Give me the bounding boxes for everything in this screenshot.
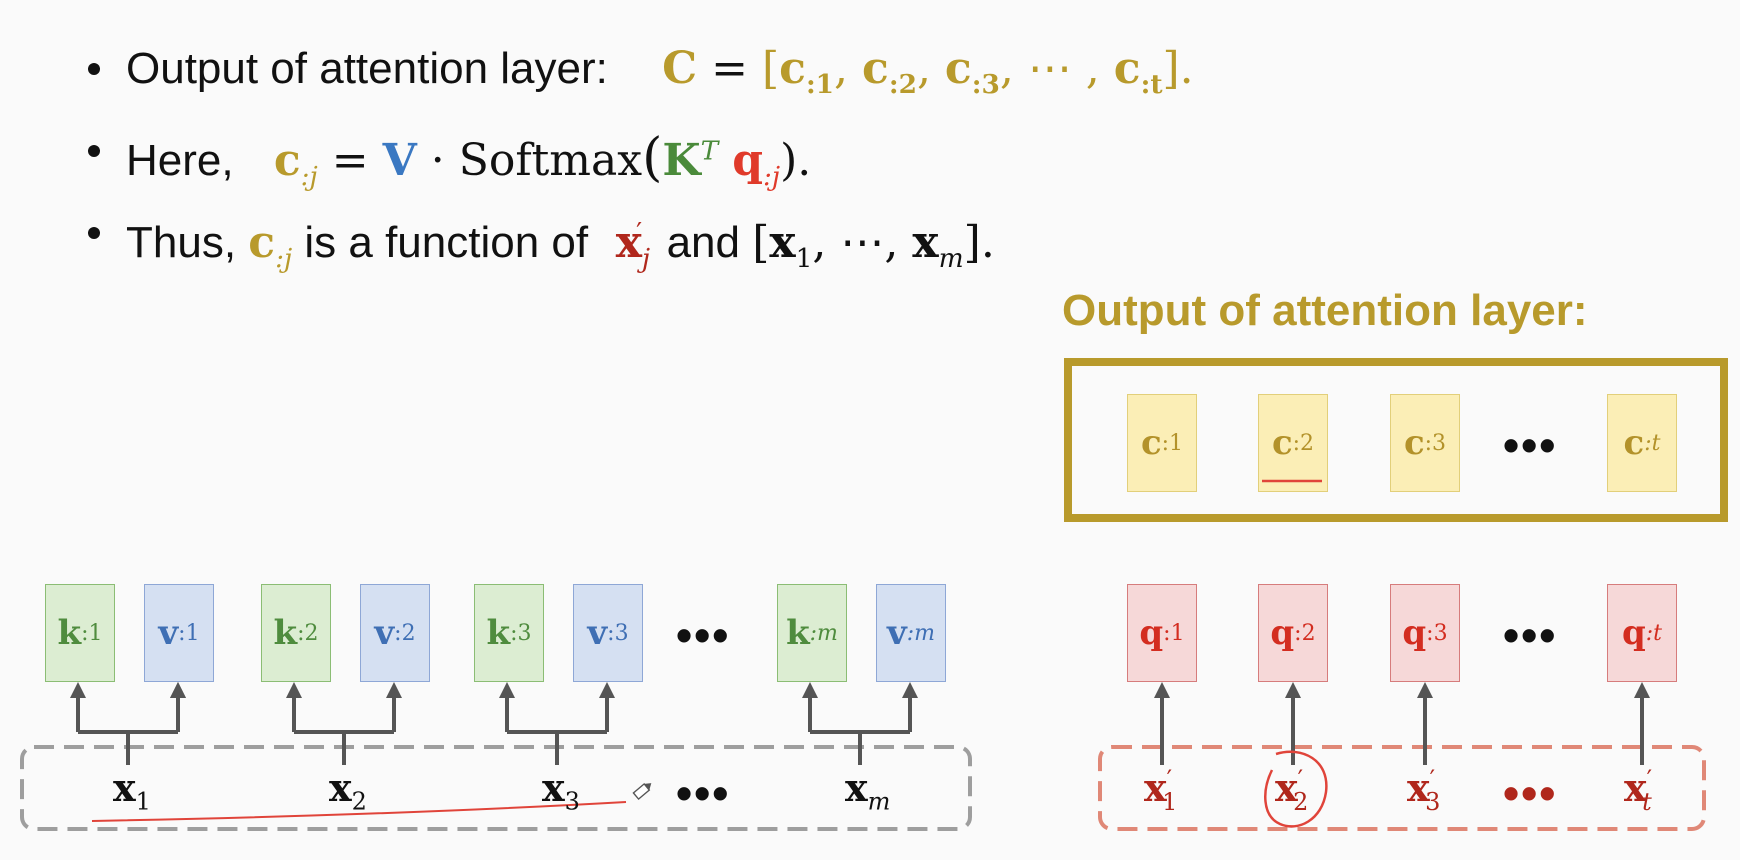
- bullet-text: Here, c:j = V · Softmax(KT q:j).: [126, 127, 812, 192]
- v-box-1: v:1: [144, 584, 214, 682]
- k-box-1: k:1: [45, 584, 115, 682]
- bullet-thus: Thus, c:j is a function of xj′ and [x1, …: [88, 192, 1194, 274]
- q-box-1: q:1: [1127, 584, 1197, 682]
- input-xprime-3: x′3: [1407, 765, 1441, 816]
- q-box-3: q:3: [1390, 584, 1460, 682]
- annotation-circle-x2: [1264, 750, 1328, 828]
- c-box-2: c:2: [1258, 394, 1328, 492]
- bullet-list: Output of attention layer: C = [c:1, c:2…: [88, 28, 1194, 274]
- annotation-underline-inputs: [91, 801, 627, 822]
- bullet-prefix: Here,: [126, 135, 234, 185]
- input-dots: •••: [676, 767, 731, 819]
- formula-output: C = [c:1, c:2, c:3, ⋯ , c:t].: [662, 43, 1194, 100]
- bullet-prefix: Thus,: [126, 217, 237, 267]
- input-container-left: [20, 745, 972, 831]
- formula-qj: q:j: [732, 134, 781, 192]
- q-dots: •••: [1503, 609, 1558, 661]
- k-box-2: k:2: [261, 584, 331, 682]
- q-box-t: q:t: [1607, 584, 1677, 682]
- formula-cj: c:j: [248, 216, 293, 274]
- bullet-dot: [88, 227, 100, 239]
- bullet-middle: is a function of: [304, 217, 589, 267]
- formula-C: C: [662, 43, 698, 94]
- bullet-text: Thus, c:j is a function of xj′ and [x1, …: [126, 216, 995, 274]
- input-container-right: [1098, 745, 1706, 831]
- v-box-2: v:2: [360, 584, 430, 682]
- bullet-dot: [88, 63, 100, 75]
- bullet-output: Output of attention layer: C = [c:1, c:2…: [88, 28, 1194, 110]
- output-frame: [1064, 358, 1728, 522]
- kv-dots: •••: [676, 609, 731, 661]
- formula-c3: c:3: [944, 43, 1000, 100]
- formula-bracket-close: ].: [1162, 43, 1194, 94]
- formula-close: ).: [780, 134, 812, 186]
- xprime-dots: •••: [1503, 767, 1558, 819]
- formula-eq: =: [711, 43, 748, 94]
- bullet-here: Here, c:j = V · Softmax(KT q:j).: [88, 110, 1194, 192]
- input-x3: x3: [542, 765, 580, 816]
- k-box-m: k:m: [777, 584, 847, 682]
- c-dots: •••: [1503, 419, 1558, 471]
- formula-bracket: [: [761, 43, 780, 94]
- input-xprime-t: x′t: [1624, 765, 1653, 816]
- formula-softmax: c:j = V · Softmax(KT q:j).: [273, 127, 812, 192]
- formula-xj: xj′: [615, 216, 651, 274]
- formula-dots: ⋯: [1027, 43, 1072, 94]
- c-box-3: c:3: [1390, 394, 1460, 492]
- formula-softmax-word: Softmax: [458, 134, 643, 186]
- formula-V: V: [382, 134, 417, 186]
- fork-xm: [810, 730, 910, 765]
- output-panel-title: Output of attention layer:: [1062, 286, 1588, 335]
- formula-cj: c:j: [273, 134, 318, 192]
- bullet-prefix: Output of attention layer:: [126, 44, 608, 93]
- c-box-1: c:1: [1127, 394, 1197, 492]
- formula-xlist: [x1, ⋯, xm].: [752, 216, 995, 274]
- formula-ct: c:t: [1113, 43, 1163, 100]
- c-box-t: c:t: [1607, 394, 1677, 492]
- k-box-3: k:3: [474, 584, 544, 682]
- v-box-m: v:m: [876, 584, 946, 682]
- fork-x2: [294, 730, 394, 765]
- pen-cursor-icon: [632, 782, 652, 801]
- formula-c2: c:2: [862, 43, 917, 100]
- formula-KT: KT: [662, 134, 719, 186]
- bullet-text: Output of attention layer: C = [c:1, c:2…: [126, 43, 1194, 100]
- input-x1: x1: [113, 765, 151, 816]
- fork-x1: [76, 690, 178, 765]
- bullet-and: and: [666, 217, 740, 267]
- fork-x3: [507, 730, 607, 765]
- formula-eq: =: [331, 134, 369, 186]
- q-box-2: q:2: [1258, 584, 1328, 682]
- input-xprime-1: x′1: [1144, 765, 1178, 816]
- formula-c1: c:1: [779, 43, 835, 100]
- input-x2: x2: [329, 765, 367, 816]
- bullet-dot: [88, 145, 100, 157]
- formula-dot: ·: [430, 134, 445, 186]
- v-box-3: v:3: [573, 584, 643, 682]
- input-xprime-2: x′2: [1275, 765, 1309, 816]
- input-xm: xm: [845, 765, 891, 816]
